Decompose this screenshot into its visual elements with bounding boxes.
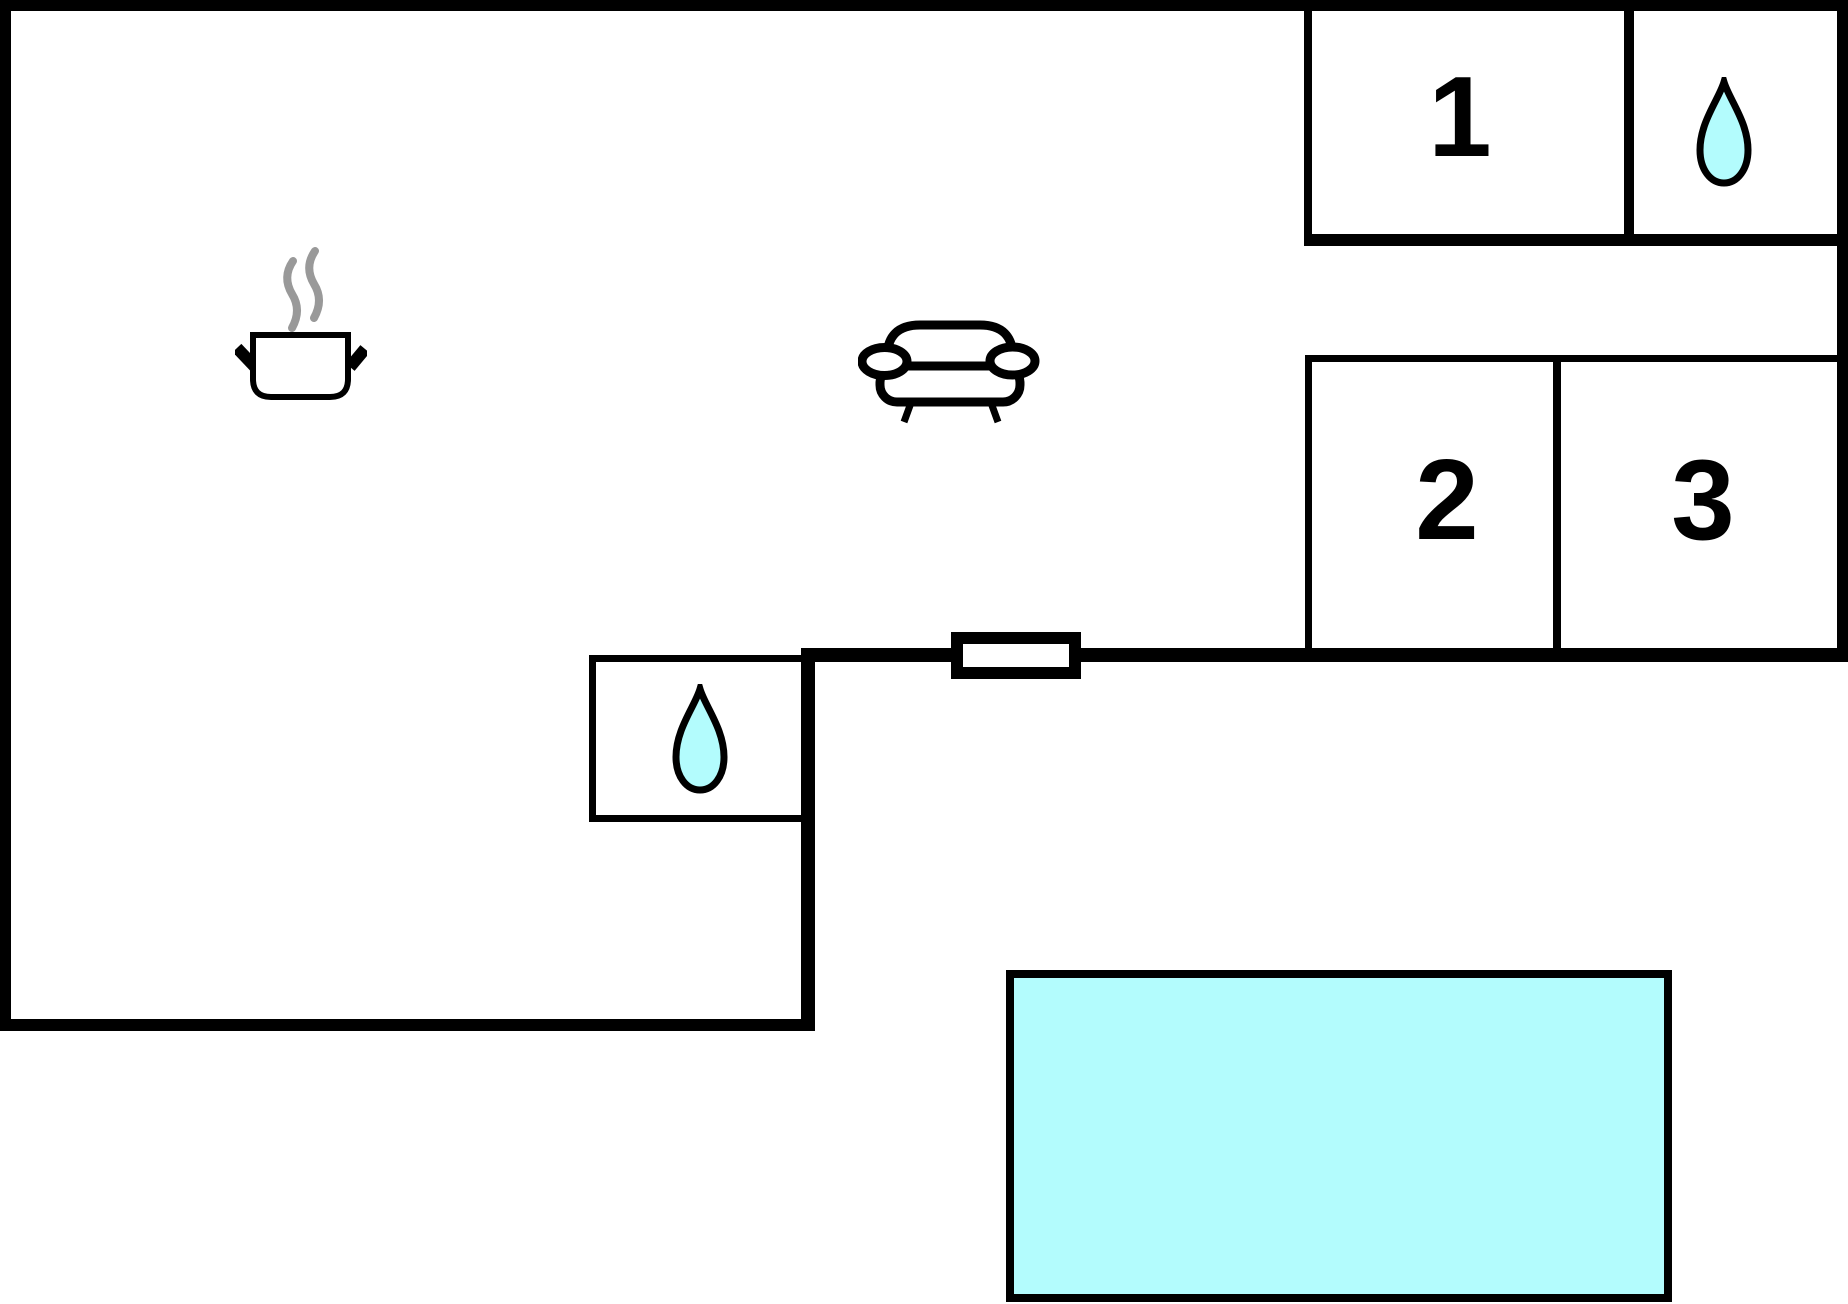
rooms23-wall-left: [1305, 355, 1312, 648]
water-drop-icon: [672, 684, 728, 794]
room1-divider-wall: [1624, 11, 1634, 234]
sofa-armrest-right: [985, 342, 1040, 380]
steam-line: [283, 257, 301, 332]
bathroom-wall-left: [589, 655, 596, 822]
room-label-2: 2: [1415, 436, 1479, 564]
water-drop-shape: [1696, 77, 1752, 187]
hall-wall-vertical: [801, 648, 815, 1031]
rooms23-wall-top: [1305, 355, 1837, 362]
water-drop-shape: [672, 684, 728, 794]
outer-wall-bottom: [0, 1019, 815, 1031]
rooms23-divider-wall: [1553, 355, 1561, 648]
outer-wall-left: [0, 0, 11, 1031]
bathroom-wall-top: [589, 655, 801, 662]
pool-area: [1006, 970, 1672, 1302]
room-label-1: 1: [1428, 53, 1492, 181]
room-label-3: 3: [1671, 436, 1735, 564]
sofa-icon: [858, 320, 1040, 424]
outer-wall-right: [1837, 0, 1848, 662]
room1-wall-left: [1304, 11, 1312, 246]
steam-line: [305, 247, 323, 322]
pot-handle-right: [345, 345, 367, 371]
room1-wall-bottom: [1304, 234, 1848, 246]
pot-body: [250, 332, 351, 400]
outer-wall-top: [0, 0, 1848, 11]
sofa-armrest-left: [858, 343, 912, 380]
cooking-pot-icon: [235, 247, 367, 400]
water-drop-icon: [1696, 77, 1752, 187]
sofa-seat: [875, 361, 1025, 407]
bathroom-wall-bottom: [589, 815, 815, 822]
window-marker: [951, 632, 1081, 679]
